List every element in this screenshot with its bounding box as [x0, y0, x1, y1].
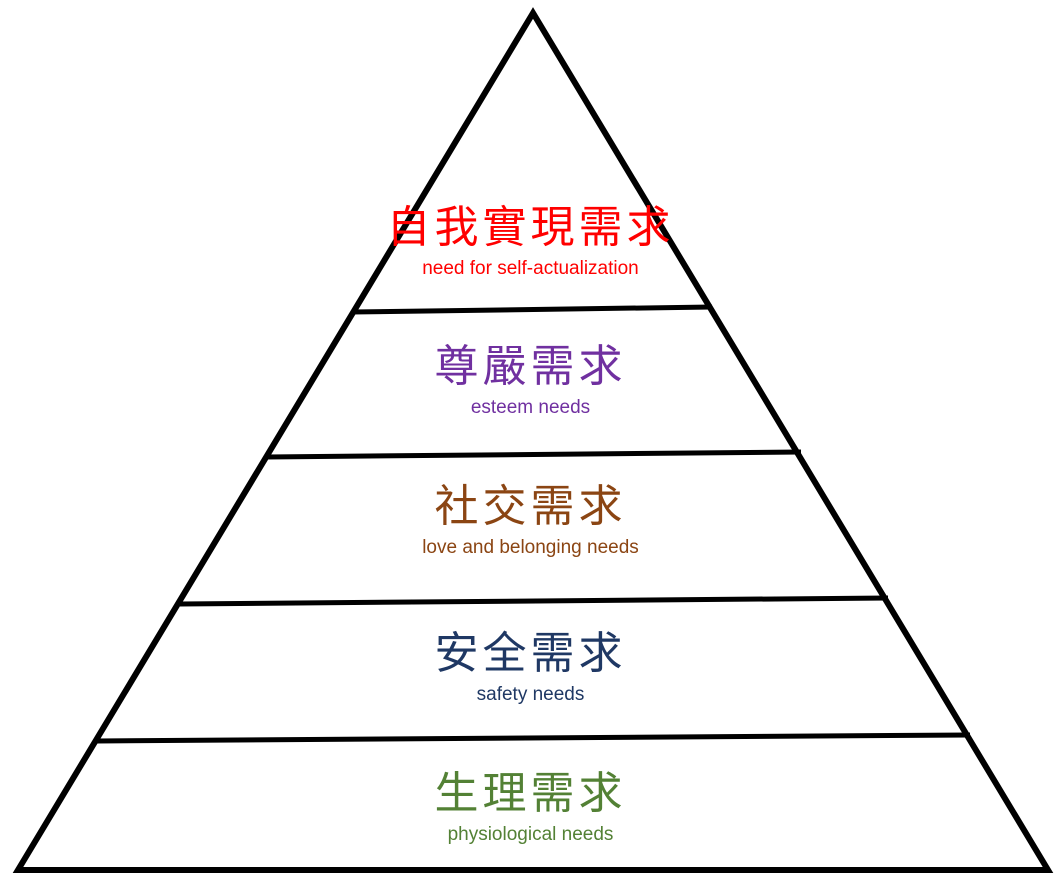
level-divider-1: [351, 304, 713, 315]
level-divider-3: [179, 595, 889, 607]
level-divider-2: [266, 449, 802, 460]
level-divider-4: [96, 732, 971, 744]
pyramid-outline: [12, 7, 1054, 873]
